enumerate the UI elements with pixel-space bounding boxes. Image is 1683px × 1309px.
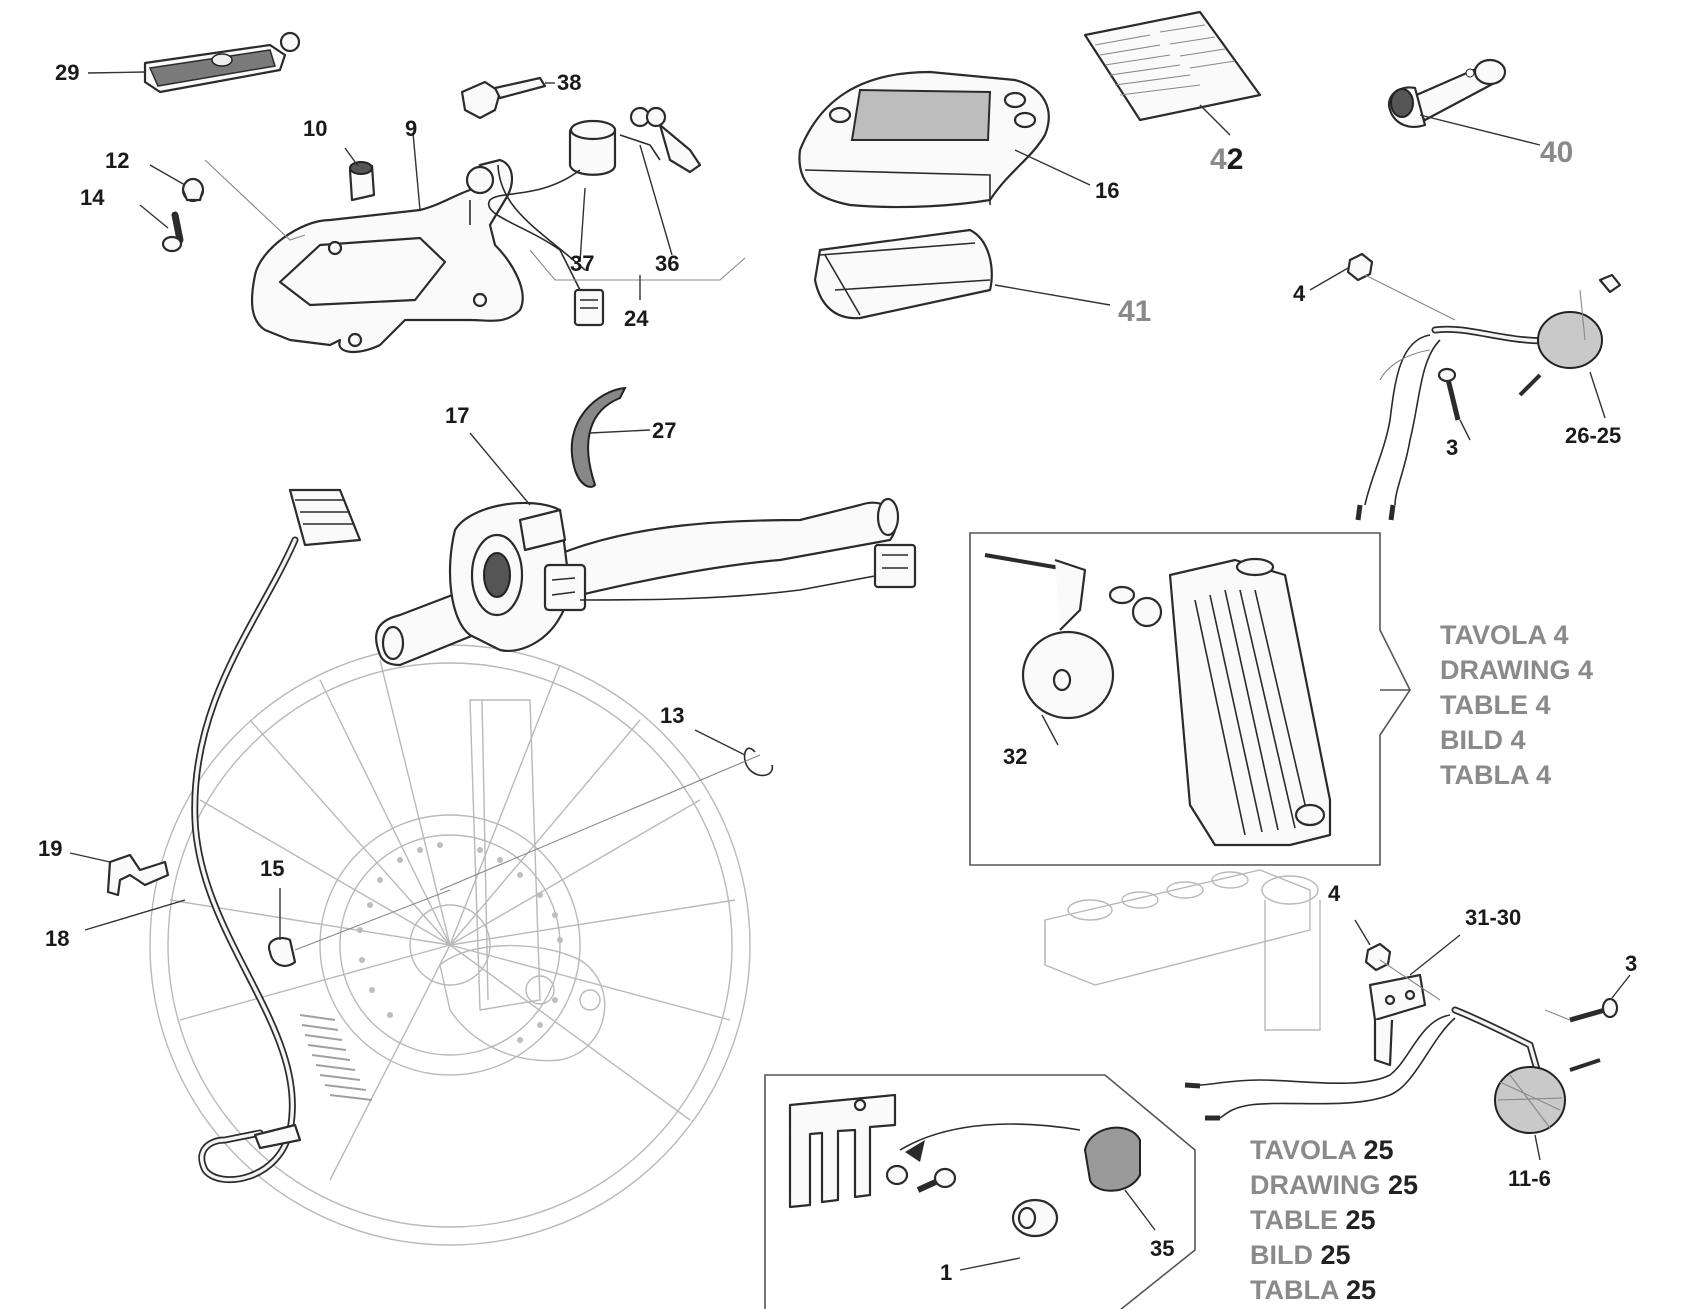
label-part-4-upper: 4 — [1293, 281, 1306, 306]
part-35-reflector — [1083, 1126, 1141, 1192]
part-11-6-turn-indicator-rear — [1184, 1006, 1601, 1134]
label-part-31-30: 31-30 — [1465, 905, 1522, 930]
part-13-circlip — [743, 747, 774, 777]
label-part-3-upper: 3 — [1446, 435, 1459, 460]
ref25-row-bild: BILD 25 — [1250, 1240, 1351, 1270]
part-15-grommet — [267, 936, 297, 967]
label-part-35: 35 — [1150, 1236, 1175, 1261]
part-19-cable-clip — [106, 853, 170, 897]
part-37-ignition-switch — [568, 106, 702, 176]
ref25-row-tabla: TABLA 25 — [1250, 1275, 1377, 1305]
part-42-manual — [1083, 10, 1262, 122]
label-part-24: 24 — [624, 306, 649, 331]
label-part-13: 13 — [660, 703, 685, 728]
ref4-row-bild: BILD 4 — [1440, 725, 1526, 755]
label-part-14: 14 — [80, 185, 105, 210]
part-16-instrument-cluster — [798, 70, 1050, 209]
part-4-nut-lower — [1364, 942, 1392, 972]
label-part-38: 38 — [557, 70, 582, 95]
inset-box-table25 — [764, 1074, 1196, 1309]
label-part-1: 1 — [940, 1260, 953, 1285]
label-part-41: 41 — [1118, 295, 1152, 328]
part-40-socket-wrench — [1387, 58, 1507, 128]
ref25-row-drawing: DRAWING 25 — [1250, 1170, 1419, 1200]
label-part-37: 37 — [570, 251, 595, 276]
ref25-row-table: TABLE 25 — [1250, 1205, 1376, 1235]
part-27-clamp-band — [570, 386, 627, 488]
label-part-11-6: 11-6 — [1508, 1166, 1551, 1191]
part-9-dashboard-bracket — [250, 158, 524, 353]
label-part-19: 19 — [38, 836, 63, 861]
label-part-10: 10 — [303, 116, 328, 141]
part-29-tool-strap — [143, 31, 301, 94]
label-part-15: 15 — [260, 856, 285, 881]
label-part-18: 18 — [45, 926, 70, 951]
part-38-key — [460, 76, 547, 120]
ref4-row-table: TABLE 4 — [1440, 690, 1551, 720]
label-part-27: 27 — [652, 418, 677, 443]
inset-box-table4 — [969, 532, 1411, 866]
label-part-40: 40 — [1540, 136, 1574, 169]
triple-clamp-ghost — [1044, 869, 1321, 1031]
label-part-26-25: 26-25 — [1565, 423, 1622, 448]
label-part-42-digit2: 2 — [1226, 143, 1244, 176]
part-12-nut — [181, 177, 205, 203]
part-3-bolt-lower — [1569, 997, 1619, 1023]
label-part-3-lower: 3 — [1625, 951, 1638, 976]
part-26-25-turn-indicator-front — [1355, 273, 1622, 521]
label-part-42: 42 — [1210, 145, 1243, 175]
part-31-30-bracket — [1368, 973, 1427, 1067]
part-14-bolt — [161, 211, 184, 253]
label-part-29: 29 — [55, 60, 80, 85]
label-part-42-digit1: 4 — [1210, 143, 1227, 176]
part-18-speedo-cable — [191, 488, 362, 1184]
label-part-32: 32 — [1003, 744, 1028, 769]
ref4-row-drawing: DRAWING 4 — [1440, 655, 1594, 685]
label-part-9: 9 — [405, 116, 418, 141]
ref4-row-tabla: TABLA 4 — [1440, 760, 1552, 790]
radiator-assembly — [1168, 557, 1332, 847]
part-41-tool-pouch — [813, 228, 993, 320]
ref25-row-tavola: TAVOLA 25 — [1250, 1135, 1394, 1165]
part-17-handlebar-switch — [374, 497, 917, 667]
part-1-spacer — [1011, 1198, 1059, 1238]
part-32-horn — [984, 553, 1163, 720]
part-4-nut-upper — [1346, 252, 1374, 282]
label-part-12: 12 — [105, 148, 130, 173]
label-part-17: 17 — [445, 403, 470, 428]
label-part-4-lower: 4 — [1328, 881, 1341, 906]
ref4-row-tavola: TAVOLA 4 — [1440, 620, 1569, 650]
front-wheel-ghost — [149, 644, 751, 1246]
part-10-bushing — [348, 161, 376, 202]
cross-reference-table-25: TAVOLA 25 DRAWING 25 TABLE 25 BILD 25 TA… — [1250, 1133, 1418, 1308]
label-part-36: 36 — [655, 251, 680, 276]
label-part-16: 16 — [1095, 178, 1120, 203]
part-3-bolt-upper — [1437, 367, 1461, 421]
cross-reference-table-4: TAVOLA 4 DRAWING 4 TABLE 4 BILD 4 TABLA … — [1440, 618, 1593, 793]
reflector-bracket — [788, 1093, 1081, 1209]
part-24-wiring — [487, 164, 605, 327]
